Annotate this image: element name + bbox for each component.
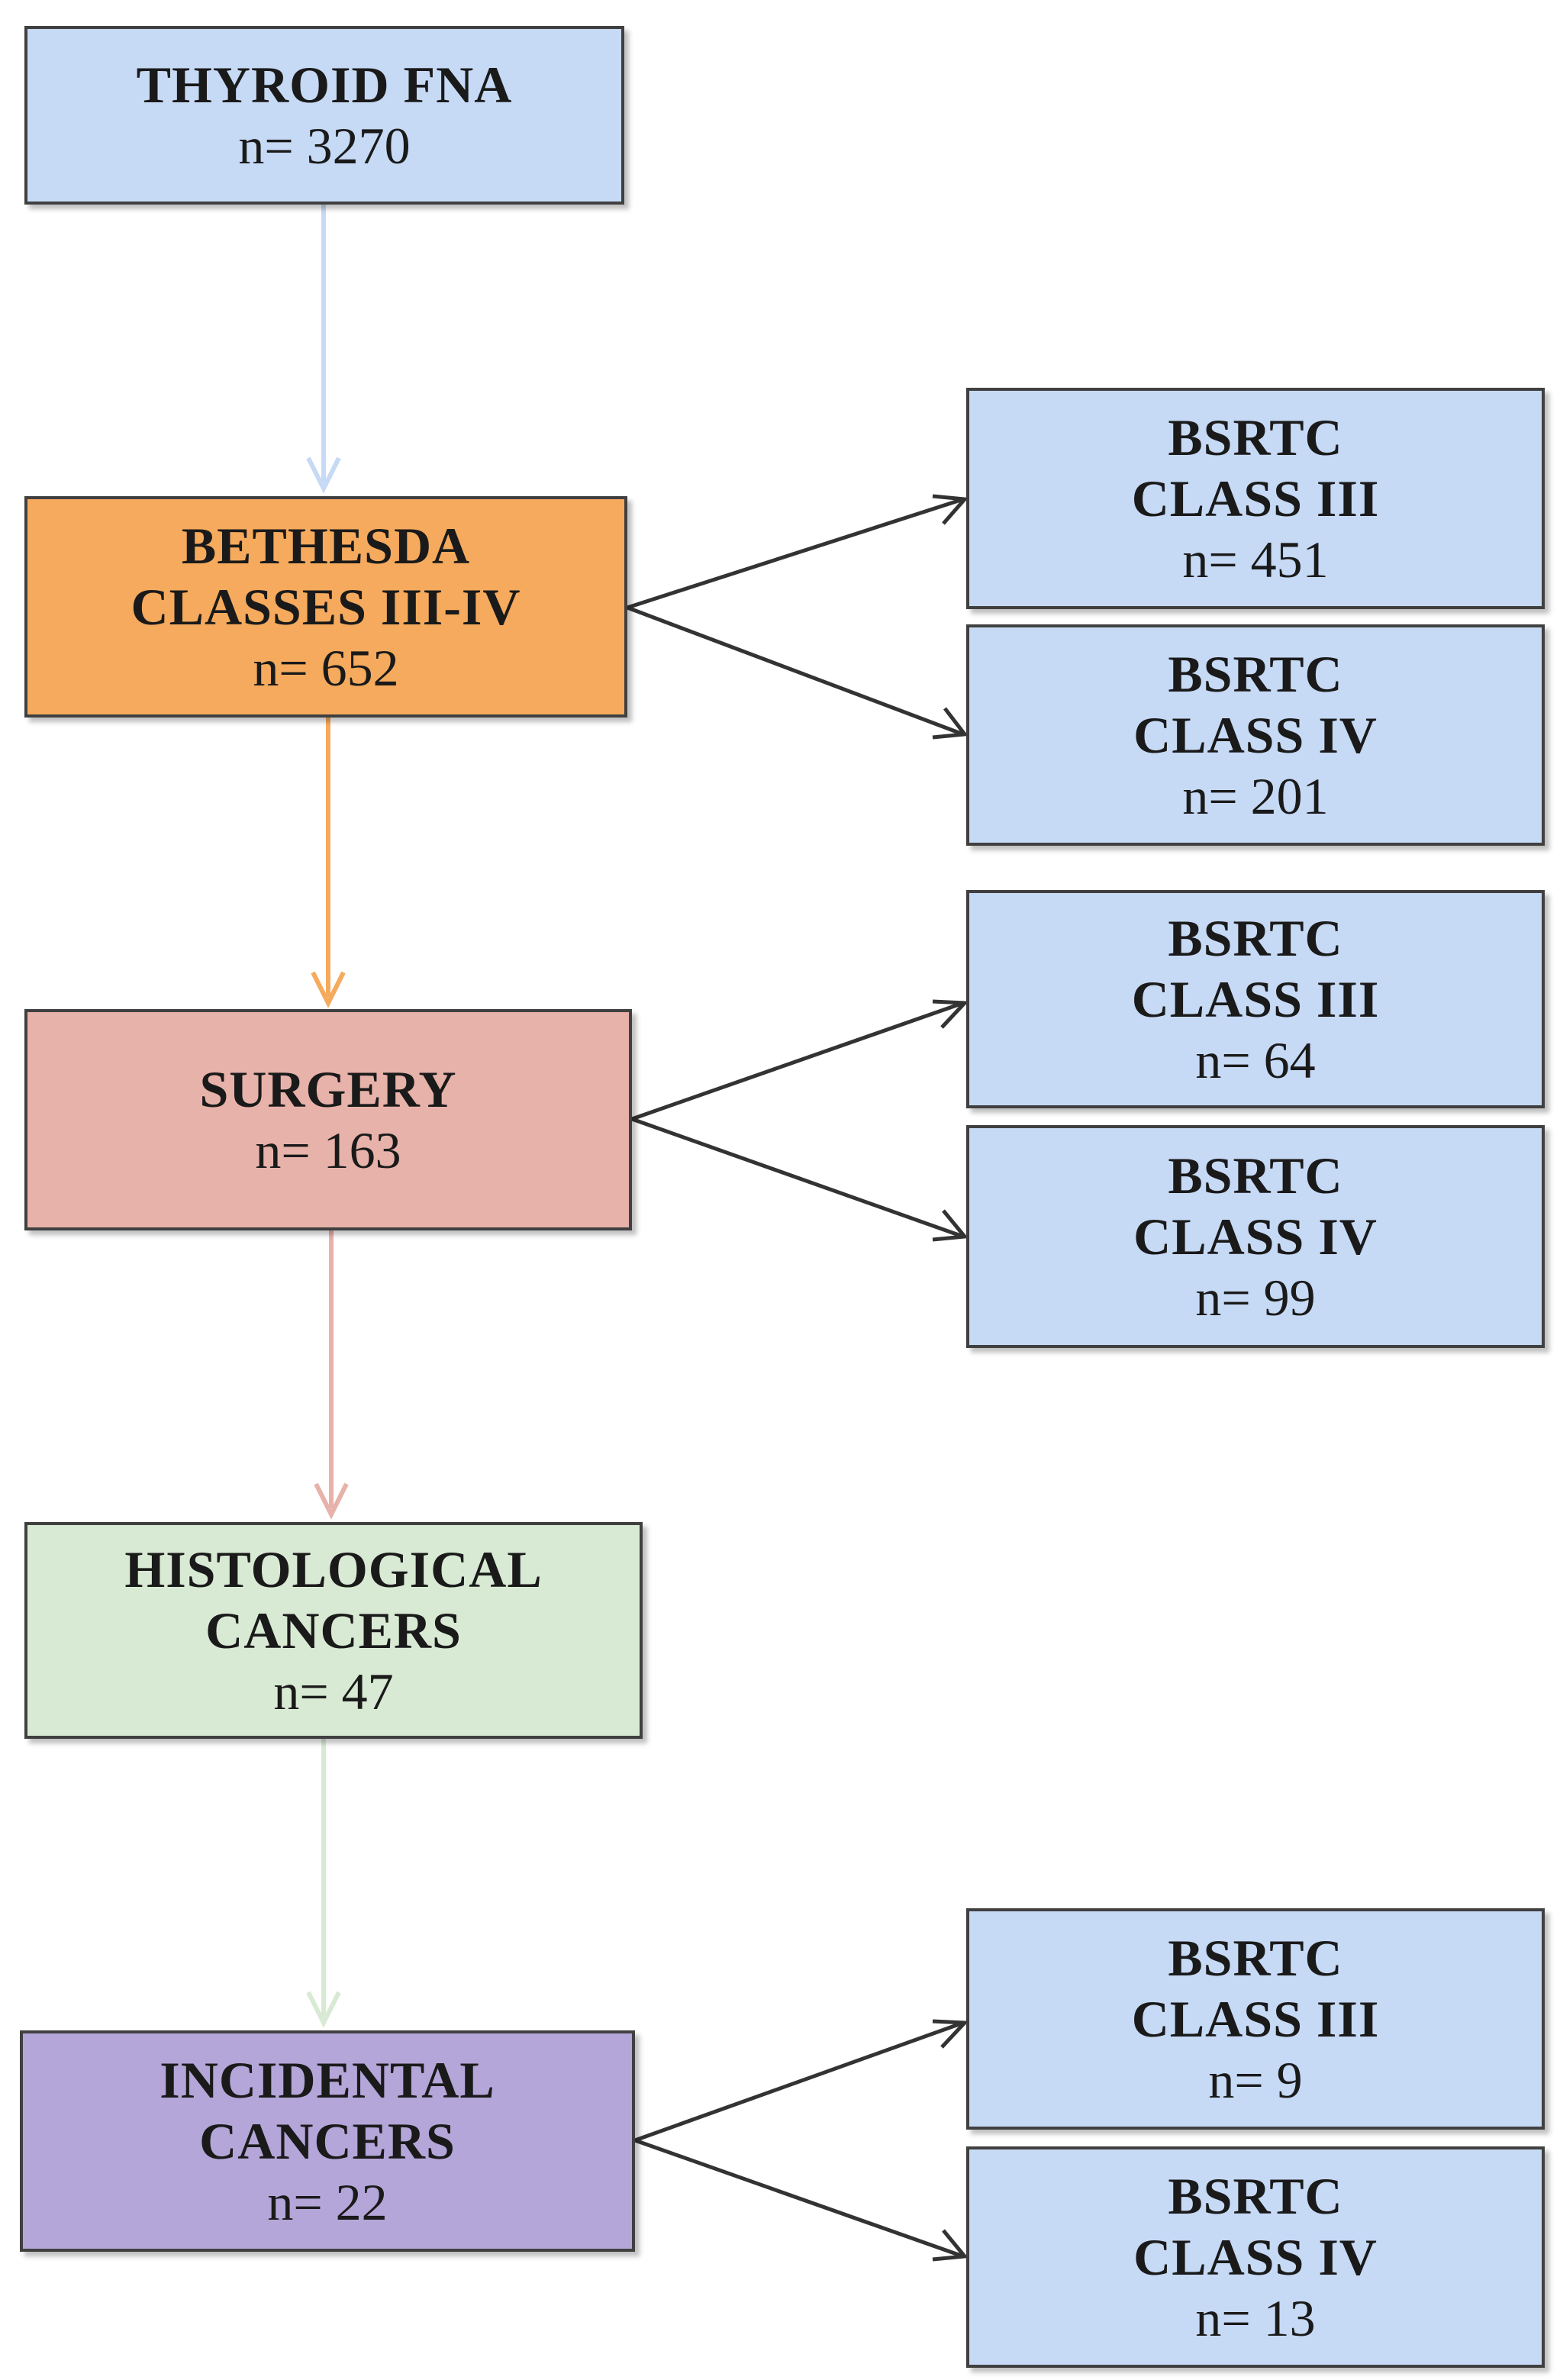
surgery-box: SURGERY n= 163	[24, 1009, 632, 1230]
thyroid-fna-box: THYROID FNA n= 3270	[24, 26, 624, 205]
box-title: HISTOLOGICAL CANCERS	[124, 1540, 543, 1659]
bethesda-bsrtc-class-iii-box: BSRTC CLASS III n= 451	[966, 388, 1545, 609]
box-count: n= 163	[255, 1121, 401, 1179]
box-count: n= 201	[1182, 767, 1329, 825]
box-title: BSRTC CLASS IV	[1133, 645, 1378, 764]
box-count: n= 22	[267, 2173, 388, 2231]
box-count: n= 451	[1182, 531, 1329, 589]
box-title: BSRTC CLASS III	[1131, 1929, 1380, 2048]
box-title: BETHESDA CLASSES III-IV	[131, 517, 521, 636]
incidental-bsrtc-class-iii-box: BSRTC CLASS III n= 9	[966, 1908, 1545, 2130]
box-title: SURGERY	[199, 1060, 457, 1118]
box-title: THYROID FNA	[136, 56, 513, 114]
arrow-surgery-to-histology	[314, 1230, 349, 1520]
box-count: n= 99	[1195, 1269, 1316, 1327]
box-title: BSRTC CLASS III	[1131, 909, 1380, 1028]
incidental-bsrtc-class-iv-box: BSRTC CLASS IV n= 13	[966, 2146, 1545, 2368]
box-count: n= 652	[253, 639, 399, 697]
box-title: BSRTC CLASS III	[1131, 408, 1380, 527]
bethesda-bsrtc-class-iv-box: BSRTC CLASS IV n= 201	[966, 624, 1545, 846]
box-title: INCIDENTAL CANCERS	[160, 2051, 495, 2170]
branch-arrows-surgery	[631, 999, 969, 1242]
branch-arrows-bethesda	[627, 494, 969, 740]
arrow-fna-to-bethesda	[306, 205, 341, 494]
box-count: n= 3270	[238, 117, 411, 175]
box-count: n= 9	[1208, 2051, 1303, 2109]
box-count: n= 13	[1195, 2289, 1316, 2347]
surgery-bsrtc-class-iv-box: BSRTC CLASS IV n= 99	[966, 1125, 1545, 1348]
bethesda-classes-box: BETHESDA CLASSES III-IV n= 652	[24, 496, 627, 718]
histological-cancers-box: HISTOLOGICAL CANCERS n= 47	[24, 1522, 643, 1739]
box-count: n= 64	[1195, 1031, 1316, 1089]
box-title: BSRTC CLASS IV	[1133, 1146, 1378, 1266]
branch-arrows-incidental	[634, 2019, 969, 2262]
box-title: BSRTC CLASS IV	[1133, 2167, 1378, 2286]
box-count: n= 47	[273, 1662, 394, 1721]
incidental-cancers-box: INCIDENTAL CANCERS n= 22	[20, 2030, 635, 2252]
arrow-histology-to-incidental	[306, 1739, 341, 2028]
surgery-bsrtc-class-iii-box: BSRTC CLASS III n= 64	[966, 890, 1545, 1108]
arrow-bethesda-to-surgery	[311, 718, 346, 1008]
